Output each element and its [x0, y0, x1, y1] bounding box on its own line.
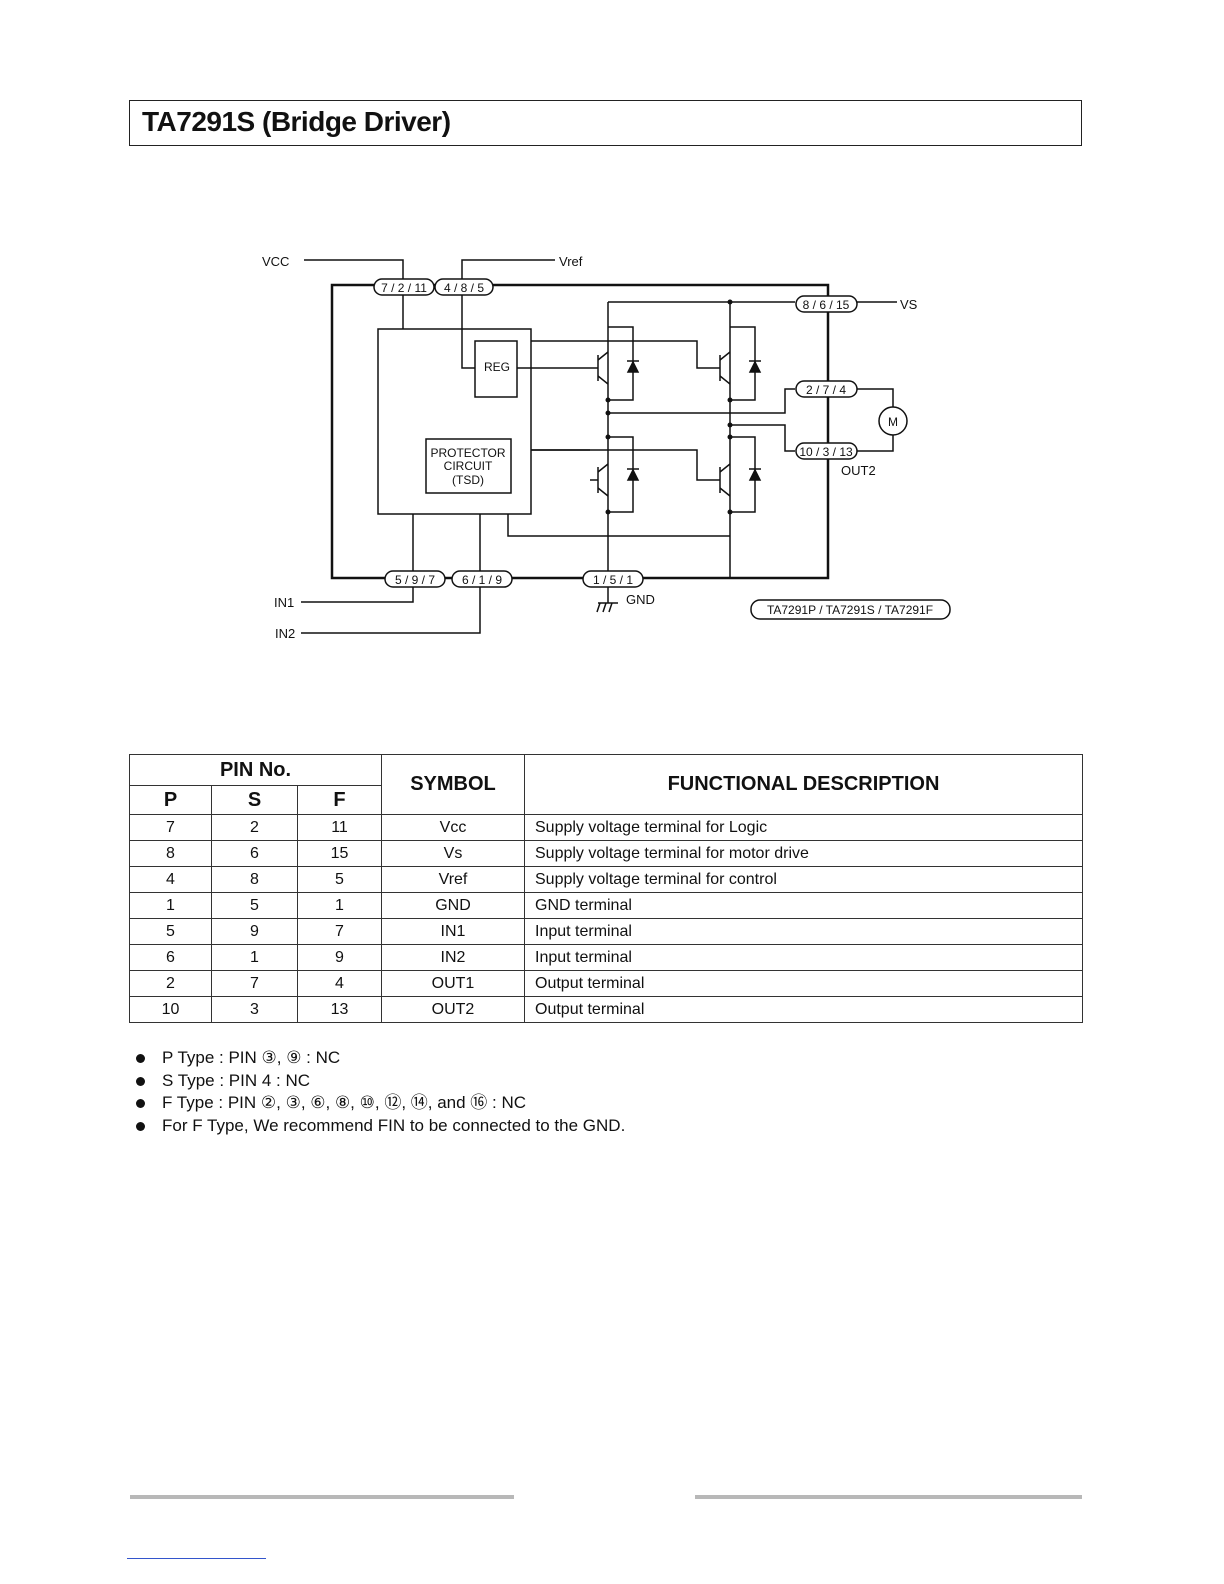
header-description: FUNCTIONAL DESCRIPTION: [524, 754, 1083, 815]
label-protector-1: PROTECTOR: [430, 446, 505, 460]
bullet-icon: [136, 1076, 145, 1086]
block-diagram: 7 / 2 / 11 4 / 8 / 5 8 / 6 / 15 2 / 7 / …: [262, 254, 951, 641]
list-item: S Type : PIN 4 : NC: [134, 1070, 625, 1093]
bullet-icon: [136, 1121, 145, 1131]
page-title: TA7291S (Bridge Driver): [142, 106, 451, 137]
bullet-icon: [136, 1099, 145, 1108]
motor-symbol: [878, 406, 908, 436]
pin-tag-gnd: 1 / 5 / 1: [593, 573, 633, 587]
label-in2: IN2: [275, 626, 295, 641]
footer-link-underline: [127, 1558, 266, 1559]
diode-d3: [626, 468, 640, 481]
pin-tag-out1: 2 / 7 / 4: [806, 383, 846, 397]
label-vs: VS: [900, 297, 918, 312]
label-protector-3: (TSD): [452, 473, 484, 487]
transistor-q2: [713, 351, 731, 385]
ic-outline: [330, 283, 830, 580]
protector-box: [425, 438, 512, 494]
header-f: F: [297, 785, 382, 815]
pin-tag-in2: 6 / 1 / 9: [462, 573, 502, 587]
pin-tag-vref: 4 / 8 / 5: [444, 281, 484, 295]
label-vref: Vref: [559, 254, 583, 269]
diode-d2: [748, 360, 762, 373]
pin-tag-in1: 5 / 9 / 7: [395, 573, 435, 587]
header-s: S: [211, 785, 298, 815]
label-gnd: GND: [626, 592, 655, 607]
transistor-q4: [713, 463, 731, 497]
label-in1: IN1: [274, 595, 294, 610]
header-symbol: SYMBOL: [381, 754, 525, 815]
label-protector-2: CIRCUIT: [444, 459, 493, 473]
reg-box: [474, 340, 518, 398]
diode-d1: [626, 360, 640, 373]
label-out2: OUT2: [841, 463, 876, 478]
pin-table: PIN No. SYMBOL FUNCTIONAL DESCRIPTION P …: [129, 754, 1083, 1023]
logic-block: [377, 328, 532, 515]
list-item: F Type : PIN ②, ③, ⑥, ⑧, ⑩, ⑫, ⑭, and ⑯ …: [134, 1092, 625, 1115]
notes-list: P Type : PIN ③, ⑨ : NC S Type : PIN 4 : …: [134, 1047, 625, 1137]
diode-d4: [748, 468, 762, 481]
bullet-icon: [136, 1054, 145, 1063]
pin-tag-out2: 10 / 3 / 13: [799, 445, 853, 459]
label-reg: REG: [484, 360, 510, 374]
title-box: TA7291S (Bridge Driver): [129, 100, 1082, 146]
label-vcc: VCC: [262, 254, 289, 269]
footer-rule-right: [695, 1495, 1082, 1499]
footer-rule-left: [130, 1495, 514, 1499]
part-numbers-label: TA7291P / TA7291S / TA7291F: [767, 603, 933, 617]
header-pin-no: PIN No.: [129, 754, 382, 786]
list-item: For F Type, We recommend FIN to be conne…: [134, 1115, 625, 1138]
list-item: P Type : PIN ③, ⑨ : NC: [134, 1047, 625, 1070]
header-p: P: [129, 785, 212, 815]
pin-tag-vs: 8 / 6 / 15: [803, 298, 850, 312]
transistor-q1: [590, 351, 609, 385]
label-motor: M: [888, 415, 898, 429]
transistor-q3: [590, 463, 609, 497]
pin-tag-vcc: 7 / 2 / 11: [381, 281, 427, 295]
